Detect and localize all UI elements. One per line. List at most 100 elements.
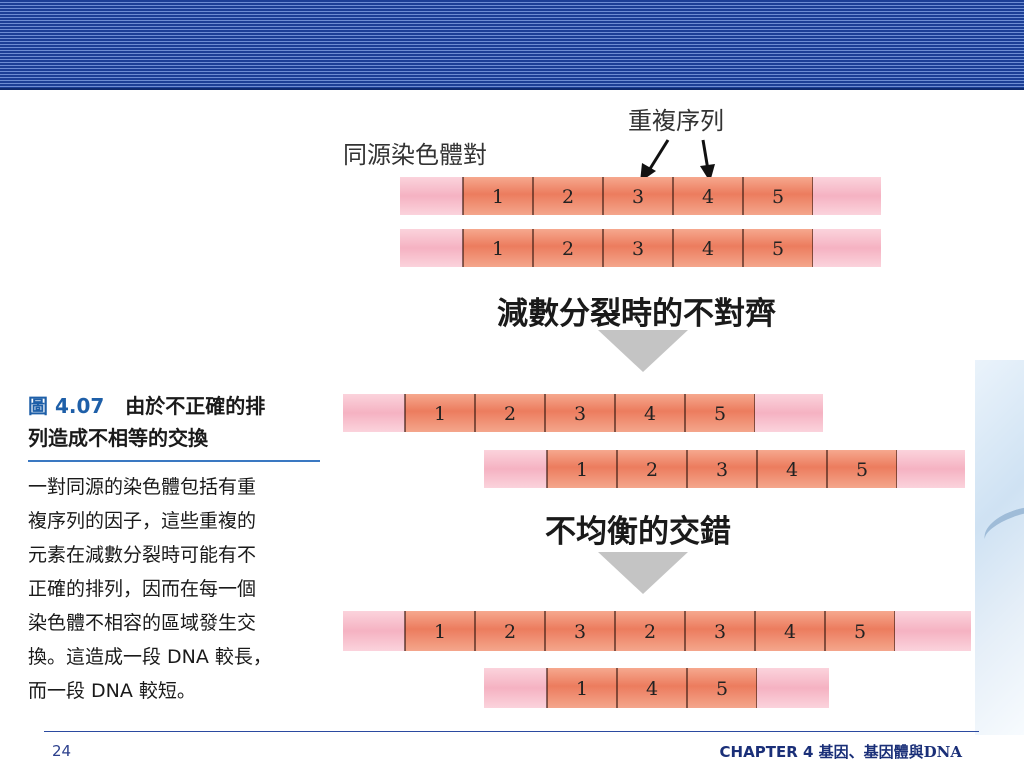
repeat-segment (475, 611, 545, 651)
segment-label: 5 (772, 186, 784, 208)
repeat-segment (673, 229, 743, 267)
chromosome-end (400, 177, 463, 215)
figure-title-part2: 列造成不相等的交換 (28, 426, 208, 450)
chromosome: 1 4 5 (484, 668, 829, 708)
repeat-segment (545, 611, 615, 651)
repeat-segment (825, 611, 895, 651)
repeat-segment (673, 177, 743, 215)
description-line: 元素在減數分裂時可能有不 (28, 544, 257, 566)
page-number: 24 (52, 742, 72, 760)
description-line: 而一段 DNA 較短。 (28, 680, 196, 702)
segment-label: 1 (576, 459, 588, 481)
segment-label: 4 (702, 186, 714, 208)
description-line: 染色體不相容的區域發生交 (28, 612, 257, 634)
repeat-segment (475, 394, 545, 432)
repeat-segment (463, 229, 533, 267)
header-banner (0, 0, 1024, 88)
repeat-segment (685, 394, 755, 432)
chromosome-end (813, 229, 881, 267)
description-line: 換。這造成一段 DNA 較長， (28, 646, 272, 668)
repeat-segment (827, 450, 897, 488)
segment-label: 3 (714, 621, 726, 643)
repeat-segment (405, 394, 475, 432)
segment-label: 5 (854, 621, 866, 643)
homologous-pair-label: 同源染色體對 (343, 142, 487, 169)
segment-label: 5 (856, 459, 868, 481)
down-arrow-icon (598, 330, 688, 372)
figure-caption: 圖 4.07 由於不正確的排 列造成不相等的交換 一對同源的染色體包括有重 複序… (28, 390, 320, 708)
segment-label: 3 (574, 403, 586, 425)
repeat-segment (545, 394, 615, 432)
header-banner-edge (0, 88, 1024, 90)
figure-description: 一對同源的染色體包括有重 複序列的因子，這些重複的 元素在減數分裂時可能有不 正… (28, 470, 320, 708)
segment-label: 2 (504, 403, 516, 425)
chapter-title: 基因、基因體與DNA (818, 743, 962, 761)
segment-label: 4 (644, 403, 656, 425)
segment-label: 3 (632, 186, 644, 208)
segment-label: 3 (574, 621, 586, 643)
down-arrow-icon (598, 552, 688, 594)
segment-label: 5 (716, 678, 728, 700)
description-line: 正確的排列，因而在每一個 (28, 578, 257, 600)
repeat-segment (617, 450, 687, 488)
repeat-segment (603, 229, 673, 267)
chromosome-end (484, 450, 547, 488)
segment-label: 2 (562, 186, 574, 208)
segment-label: 3 (716, 459, 728, 481)
chromosome-end (757, 668, 829, 708)
footer-divider (44, 731, 979, 732)
description-line: 複序列的因子，這些重複的 (28, 510, 257, 532)
segment-label: 2 (504, 621, 516, 643)
segment-label: 4 (702, 238, 714, 260)
segment-label: 5 (772, 238, 784, 260)
repeat-segment (743, 229, 813, 267)
segment-label: 4 (784, 621, 796, 643)
unequal-crossover-label: 不均衡的交錯 (545, 514, 731, 549)
figure-title-part1: 由於不正確的排 (125, 394, 266, 418)
repeat-segment (755, 611, 825, 651)
chapter-footer: CHAPTER 4 基因、基因體與DNA (720, 741, 962, 762)
chapter-label: CHAPTER 4 (719, 743, 814, 761)
misalignment-label: 減數分裂時的不對齊 (497, 296, 776, 331)
segment-label: 1 (434, 621, 446, 643)
repeat-segment (603, 177, 673, 215)
chromosome-end (343, 611, 405, 651)
chromosome-end (897, 450, 965, 488)
repeat-segment (547, 668, 617, 708)
figure-number: 圖 4.07 (28, 394, 105, 418)
segment-label: 2 (646, 459, 658, 481)
segment-label: 3 (632, 238, 644, 260)
repeat-segment (615, 394, 685, 432)
segment-label: 4 (646, 678, 658, 700)
repeat-segment (685, 611, 755, 651)
repeat-segment (463, 177, 533, 215)
decorative-background (975, 360, 1024, 735)
chromosome: 1 2 3 4 5 (400, 177, 881, 215)
chromosome-end (755, 394, 823, 432)
chromosome-end (400, 229, 463, 267)
figure-title: 圖 4.07 由於不正確的排 列造成不相等的交換 (28, 390, 320, 454)
repeat-arrow-icon (700, 139, 715, 182)
segment-label: 1 (492, 238, 504, 260)
repeat-segment (547, 450, 617, 488)
repeat-segment (405, 611, 475, 651)
caption-divider (28, 460, 320, 462)
chromosome-end (895, 611, 971, 651)
repeat-segment (743, 177, 813, 215)
repeat-segment (687, 450, 757, 488)
repeat-sequence-label: 重複序列 (628, 108, 724, 135)
repeat-segment (615, 611, 685, 651)
repeat-arrow-icon (640, 139, 670, 182)
segment-label: 1 (434, 403, 446, 425)
repeat-segment (757, 450, 827, 488)
description-line: 一對同源的染色體包括有重 (28, 476, 257, 498)
repeat-segment (687, 668, 757, 708)
chromosome-end (343, 394, 405, 432)
segment-label: 1 (492, 186, 504, 208)
segment-label: 1 (576, 678, 588, 700)
